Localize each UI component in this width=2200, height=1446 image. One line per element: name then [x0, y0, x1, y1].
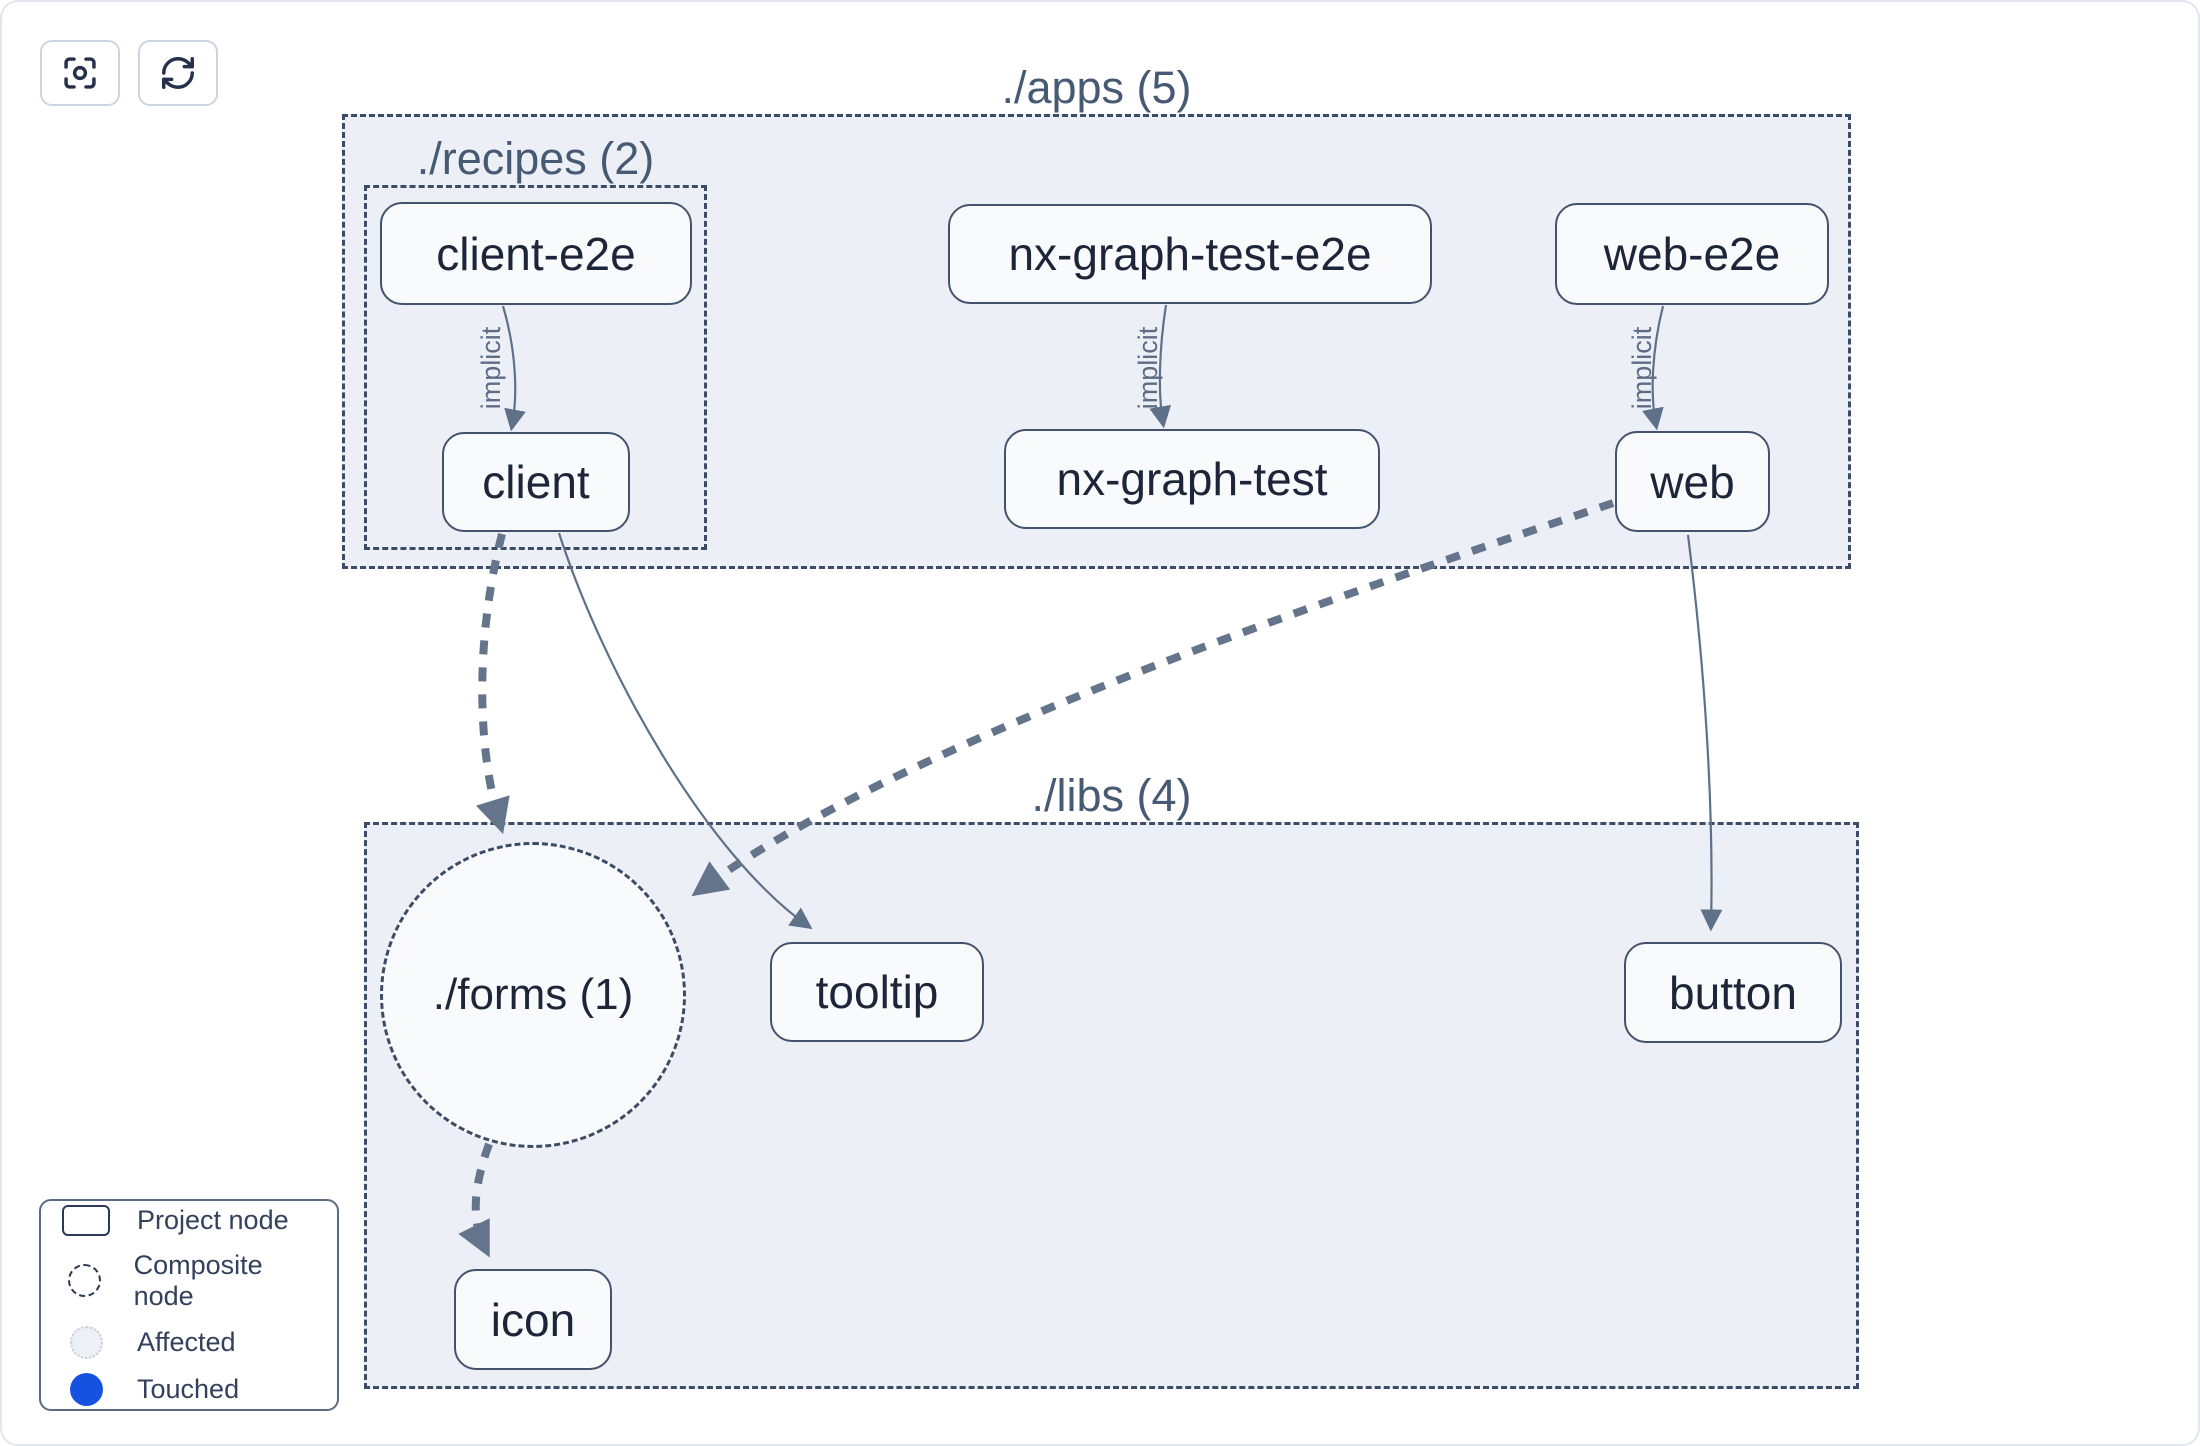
composite-node-swatch: [67, 1264, 101, 1297]
project-node-client-e2e[interactable]: client-e2e: [380, 202, 692, 305]
edge-client-e2e-to-client[interactable]: [501, 305, 526, 432]
node-label: client-e2e: [436, 227, 636, 280]
project-node-client[interactable]: client: [442, 432, 630, 532]
node-label: nx-graph-test-e2e: [1008, 228, 1372, 280]
project-node-icon[interactable]: icon: [454, 1269, 612, 1370]
composite-node-forms[interactable]: ./forms (1): [380, 842, 686, 1148]
edge-web-to-button[interactable]: [1686, 534, 1723, 932]
touched-swatch: [69, 1372, 103, 1406]
legend-label: Touched: [137, 1373, 240, 1404]
legend-row-project: Project node: [61, 1204, 317, 1236]
edge-web-to-forms[interactable]: [691, 499, 1615, 897]
legend-row-affected: Affected: [61, 1325, 317, 1359]
node-label: web: [1650, 455, 1735, 508]
affected-swatch: [69, 1325, 103, 1359]
refresh-button[interactable]: [138, 40, 218, 106]
node-label: client: [482, 456, 590, 508]
reset-focus-button[interactable]: [40, 40, 120, 106]
refresh-icon: [162, 57, 194, 89]
legend-panel: Project node Composite node Affected Tou…: [39, 1199, 339, 1411]
legend-row-touched: Touched: [61, 1372, 317, 1406]
viewfinder-icon: [64, 57, 96, 89]
legend-label: Composite node: [133, 1249, 263, 1311]
group-container-recipes: [364, 185, 707, 550]
edge-client-to-tooltip[interactable]: [557, 532, 813, 930]
edge-client-to-forms[interactable]: [475, 533, 510, 835]
composite-node-forms-label: ./forms (1): [432, 970, 634, 1019]
edge-nx-graph-test-e2e-to-nx-graph-test[interactable]: [1149, 304, 1172, 429]
node-label: nx-graph-test: [1056, 453, 1328, 505]
legend-label: Affected: [137, 1326, 236, 1357]
node-label: web-e2e: [1603, 228, 1781, 280]
project-node-web-e2e[interactable]: web-e2e: [1555, 203, 1829, 305]
node-label: button: [1669, 966, 1797, 1019]
project-node-swatch: [62, 1204, 110, 1236]
project-node-nx-graph-test[interactable]: nx-graph-test: [1004, 429, 1380, 529]
project-node-web[interactable]: web: [1615, 431, 1770, 532]
node-label: icon: [490, 1293, 576, 1346]
edge-forms-to-icon[interactable]: [458, 1142, 493, 1258]
project-node-button[interactable]: button: [1624, 942, 1842, 1043]
edge-web-e2e-to-web[interactable]: [1642, 305, 1665, 431]
project-node-tooltip[interactable]: tooltip: [770, 942, 984, 1042]
legend-label: Project node: [137, 1204, 289, 1235]
node-label: tooltip: [815, 966, 939, 1018]
legend-row-composite: Composite node: [61, 1250, 317, 1312]
project-node-nx-graph-test-e2e[interactable]: nx-graph-test-e2e: [948, 204, 1432, 304]
